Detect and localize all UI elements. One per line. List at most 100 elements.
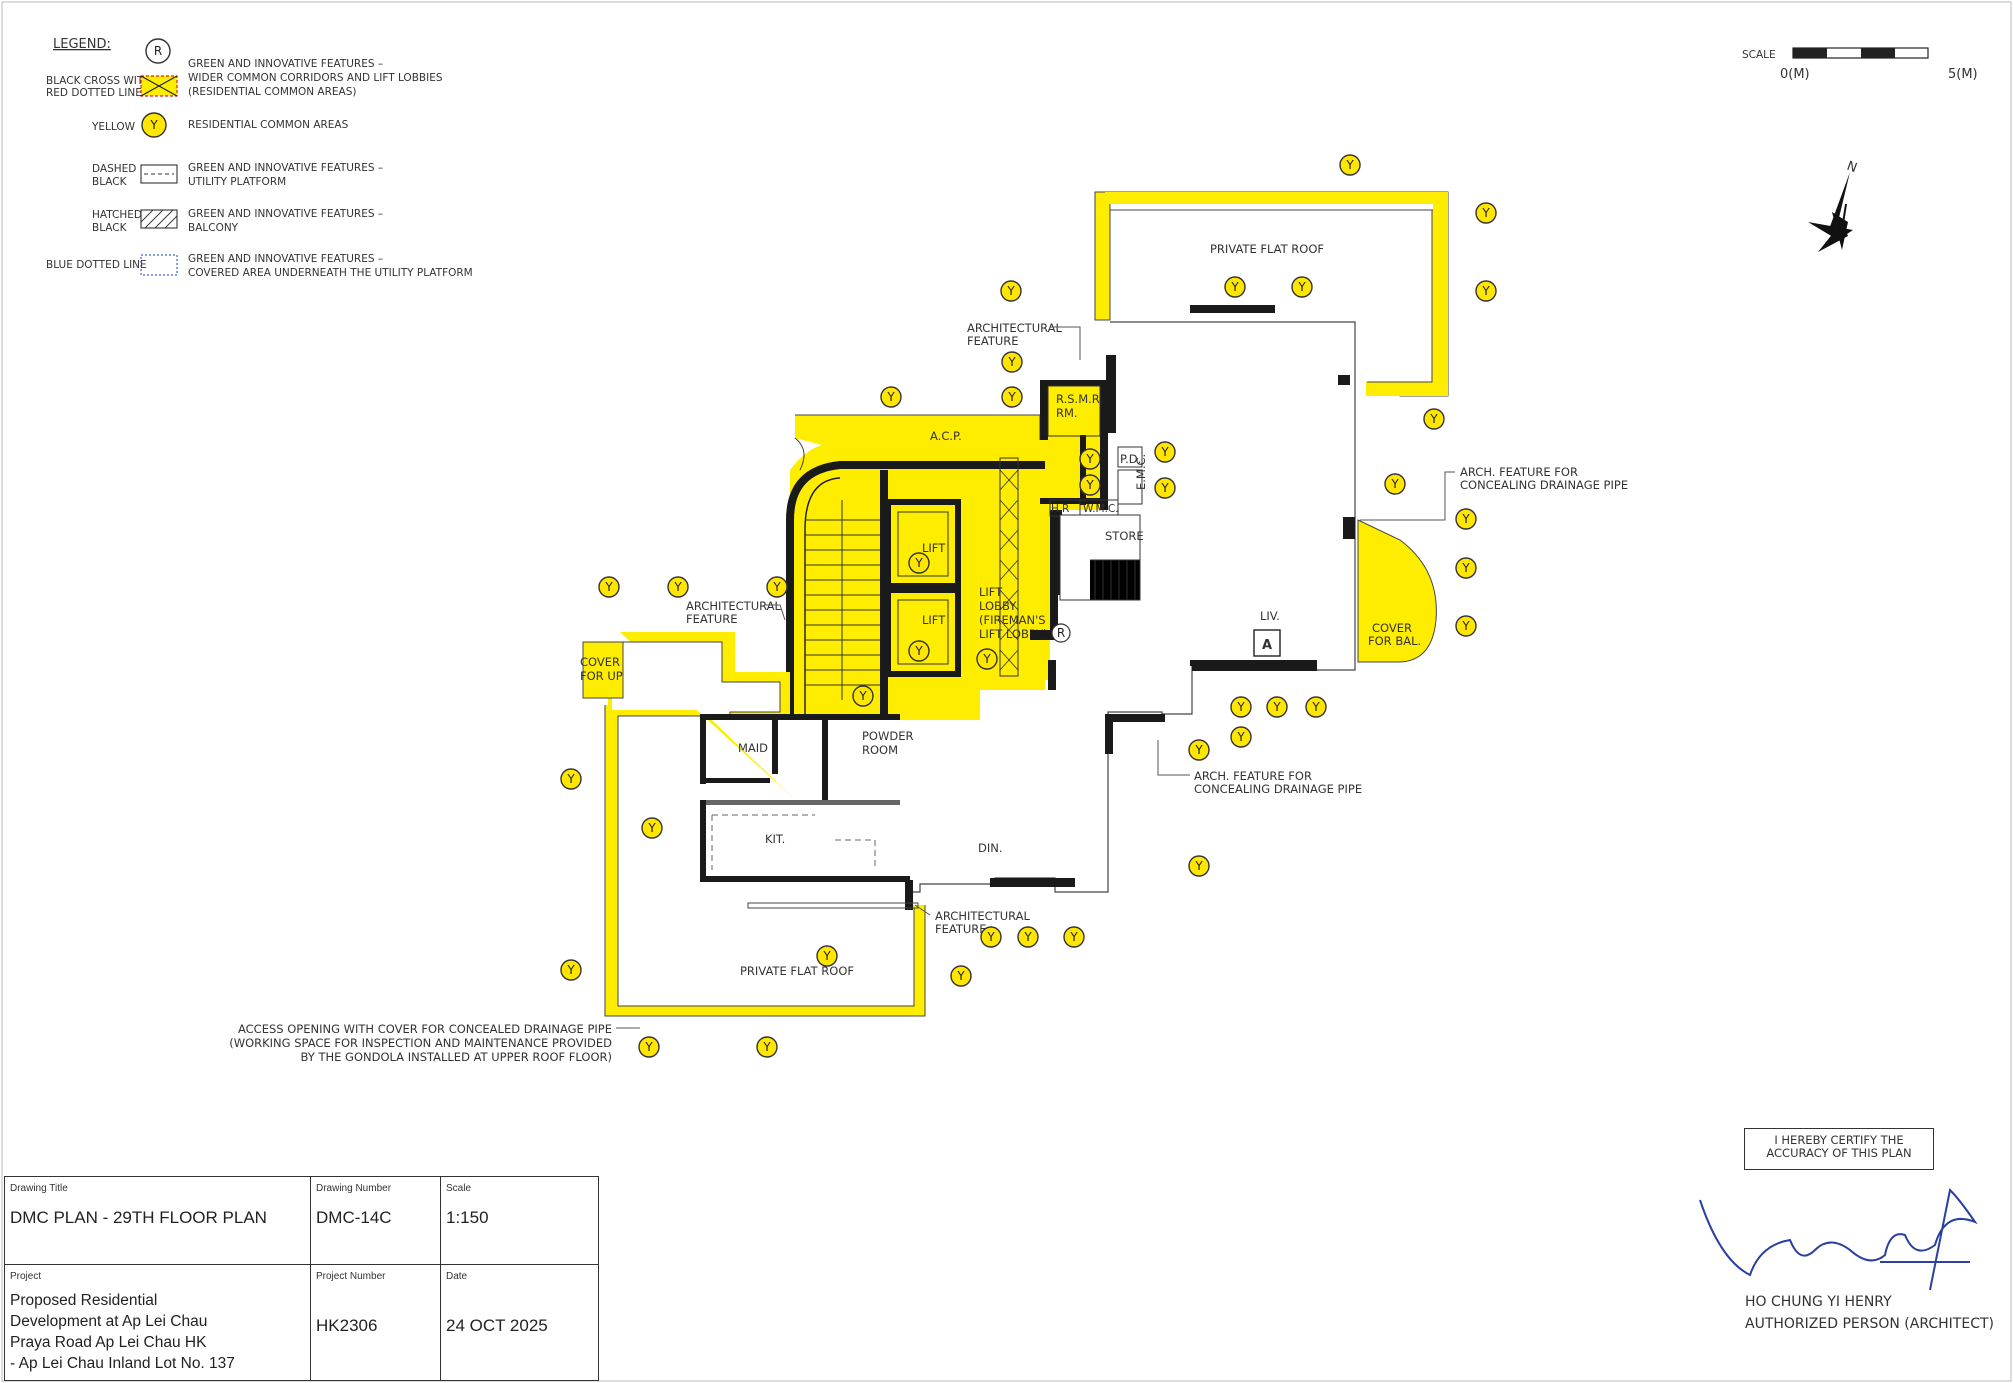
scale-bar-label: SCALE — [1742, 49, 1776, 61]
y-markers: Y Y Y Y Y Y Y Y Y Y Y Y Y Y Y Y Y Y Y Y … — [560, 154, 1497, 1058]
legend-desc-4-line-1: GREEN AND INNOVATIVE FEATURES – — [188, 208, 383, 220]
y-marker: Y — [1475, 202, 1497, 224]
annotation-access-opening-3: BY THE GONDOLA INSTALLED AT UPPER ROOF F… — [301, 1050, 613, 1064]
legend-r-symbol: R — [145, 38, 171, 64]
room-label-private-flat-roof-bottom: PRIVATE FLAT ROOF — [740, 964, 854, 978]
legend-desc-5-line-2: COVERED AREA UNDERNEATH THE UTILITY PLAT… — [188, 267, 473, 279]
legend-blue-dotted-swatch-icon — [140, 254, 178, 276]
legend-cross-swatch-icon — [140, 75, 178, 97]
y-marker: Y — [560, 768, 582, 790]
y-marker-label: Y — [1429, 412, 1438, 426]
y-marker: Y — [1017, 926, 1039, 948]
y-marker: Y — [1188, 739, 1210, 761]
drawing-title: DMC PLAN - 29TH FLOOR PLAN — [10, 1208, 267, 1227]
y-marker: Y — [1001, 386, 1023, 408]
y-marker: Y — [1455, 615, 1477, 637]
y-marker-label: Y — [566, 772, 575, 786]
legend-y-symbol: Y — [149, 118, 158, 132]
y-marker-label: Y — [566, 963, 575, 977]
y-marker-label: Y — [1297, 280, 1306, 294]
room-label-lift-lobby-1: LIFT — [979, 585, 1003, 599]
y-marker: Y — [641, 817, 663, 839]
y-marker: Y — [1305, 696, 1327, 718]
room-label-rsmr-1: R.S.M.R. — [1056, 392, 1103, 406]
y-marker: Y — [1079, 448, 1101, 470]
y-marker-label: Y — [1085, 452, 1094, 466]
y-marker-label: Y — [604, 580, 613, 594]
left-apartment: COVER FOR UP MAID POWDER ROOM KIT. PRIVA… — [580, 632, 926, 1017]
y-marker-label: Y — [1461, 619, 1470, 633]
project-number: HK2306 — [316, 1316, 378, 1335]
north-arrow-icon: N — [1808, 159, 1859, 252]
lift-2-shaft — [885, 587, 961, 677]
scale-label: Scale — [446, 1183, 472, 1194]
y-marker: Y — [1266, 696, 1288, 718]
y-marker: Y — [1384, 473, 1406, 495]
date-cell: Date 24 OCT 2025 — [441, 1265, 598, 1380]
y-marker-label: Y — [1023, 930, 1032, 944]
room-label-lift-2: LIFT — [922, 613, 946, 627]
architect-role: AUTHORIZED PERSON (ARCHITECT) — [1745, 1316, 1994, 1332]
r-symbol-lift-lobby-label: R — [1057, 626, 1065, 640]
floor-plan: PRIVATE FLAT ROOF COVER FOR BAL. LIV. A … — [229, 154, 1978, 1291]
annotation-access-opening-2: (WORKING SPACE FOR INSPECTION AND MAINTE… — [229, 1036, 612, 1050]
room-label-private-flat-roof-top: PRIVATE FLAT ROOF — [1210, 242, 1324, 256]
y-marker-label: Y — [1085, 478, 1094, 492]
y-marker: Y — [1230, 696, 1252, 718]
y-marker-label: Y — [956, 969, 965, 983]
legend-key-5: BLUE DOTTED LINE — [46, 259, 147, 271]
scale-value: 1:150 — [446, 1208, 489, 1227]
annotation-arch-feature-left-1: ARCHITECTURAL — [686, 599, 782, 613]
cover-for-balcony-zone: COVER FOR BAL. — [1357, 519, 1437, 663]
y-marker: Y — [1001, 351, 1023, 373]
flat-tag-box — [1253, 629, 1281, 657]
certification-statement: I HEREBY CERTIFY THE ACCURACY OF THIS PL… — [1744, 1128, 1934, 1170]
legend-desc-3-line-2: UTILITY PLATFORM — [188, 176, 286, 188]
y-marker: Y — [1224, 276, 1246, 298]
y-marker-label: Y — [647, 821, 656, 835]
legend-title: LEGEND: — [53, 37, 111, 52]
y-marker: Y — [880, 386, 902, 408]
y-marker-label: Y — [982, 652, 991, 666]
legend-key-4-line-2: BLACK — [92, 222, 128, 234]
y-marker: Y — [766, 576, 788, 598]
y-marker: Y — [950, 965, 972, 987]
legend-key-3-line-2: BLACK — [92, 176, 128, 188]
y-marker-label: Y — [1160, 481, 1169, 495]
y-marker-label: Y — [1272, 700, 1281, 714]
y-marker: Y — [1188, 855, 1210, 877]
y-marker: Y — [1000, 280, 1022, 302]
y-marker: Y — [1455, 508, 1477, 530]
drawing-title-label: Drawing Title — [10, 1183, 68, 1194]
y-marker: Y — [852, 685, 874, 707]
room-label-lift-1: LIFT — [922, 541, 946, 555]
room-label-wmc: W.M.C. — [1083, 503, 1119, 515]
y-marker: Y — [908, 640, 930, 662]
room-label-lift-lobby-3: (FIREMAN'S — [979, 613, 1046, 627]
y-marker-label: Y — [886, 390, 895, 404]
y-marker-label: Y — [1390, 477, 1399, 491]
y-marker-label: Y — [914, 556, 923, 570]
project-number-label: Project Number — [316, 1271, 386, 1282]
room-label-kit: KIT. — [765, 832, 785, 846]
legend-desc-5-line-1: GREEN AND INNOVATIVE FEATURES – — [188, 253, 383, 265]
date-label: Date — [446, 1271, 468, 1282]
project-cell: Project Proposed Residential Development… — [5, 1265, 311, 1380]
y-marker-label: Y — [1461, 561, 1470, 575]
legend-key-4-line-1: HATCHED — [92, 209, 142, 221]
legend-yellow-circle-icon: Y — [141, 112, 167, 138]
y-marker: Y — [908, 552, 930, 574]
project-label: Project — [10, 1271, 42, 1282]
r-symbol-lift-lobby: R — [1051, 623, 1071, 643]
apartment-outline — [912, 321, 1356, 893]
annotation-arch-feature-top-2: FEATURE — [967, 334, 1019, 348]
y-marker-label: Y — [1311, 700, 1320, 714]
y-marker-label: Y — [1345, 158, 1354, 172]
annotation-drainage-right-1: ARCH. FEATURE FOR — [1460, 465, 1578, 479]
title-block: Drawing Title DMC PLAN - 29TH FLOOR PLAN… — [4, 1176, 599, 1381]
project-number-cell: Project Number HK2306 — [311, 1265, 441, 1380]
room-label-pd: P.D. — [1120, 452, 1141, 466]
room-label-din: DIN. — [978, 841, 1003, 855]
